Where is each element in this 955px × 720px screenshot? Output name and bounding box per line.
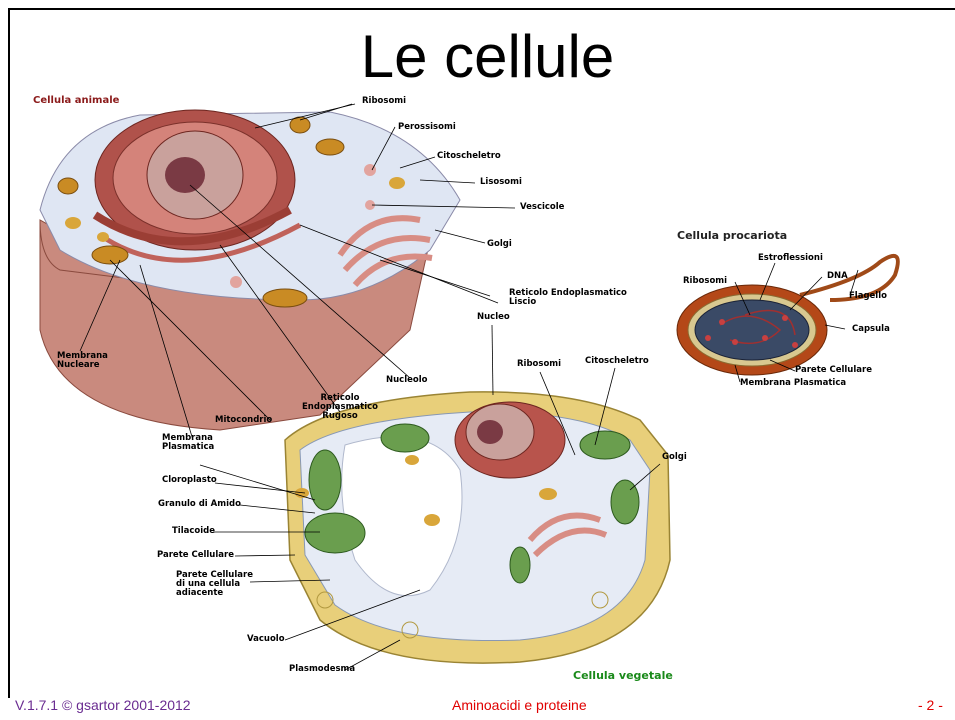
- label-nucleolo: Nucleolo: [386, 376, 427, 385]
- prokaryote-drawing: [677, 256, 898, 375]
- label-nucleo: Nucleo: [477, 313, 510, 322]
- label-golgi-animal: Golgi: [487, 240, 512, 249]
- label-parete-cellulare-plant: Parete Cellulare: [157, 551, 234, 560]
- label-flagello: Flagello: [849, 292, 887, 301]
- label-estroflessioni: Estroflessioni: [758, 254, 823, 263]
- heading-plant-cell: Cellula vegetale: [573, 669, 673, 682]
- label-perossisomi: Perossisomi: [398, 123, 456, 132]
- label-tilacoide: Tilacoide: [172, 527, 215, 536]
- footer-page-number: - 2 -: [918, 697, 943, 713]
- plant-cell-drawing: [285, 392, 670, 663]
- label-reticolo-liscio: Reticolo Endoplasmatico Liscio: [509, 289, 627, 307]
- label-vescicole: Vescicole: [520, 203, 564, 212]
- footer-version: V.1.7.1 © gsartor 2001-2012: [15, 697, 191, 713]
- label-citoscheletro-plant: Citoscheletro: [585, 357, 649, 366]
- label-citoscheletro: Citoscheletro: [437, 152, 501, 161]
- label-plasmodesma: Plasmodesma: [289, 665, 355, 674]
- label-vacuolo: Vacuolo: [247, 635, 285, 644]
- label-ribosomi-pro: Ribosomi: [683, 277, 727, 286]
- label-lisosomi: Lisosomi: [480, 178, 522, 187]
- label-membrana-plasmatica-pro: Membrana Plasmatica: [740, 379, 846, 388]
- label-membrana-plasmatica: Membrana Plasmatica: [162, 434, 214, 452]
- heading-animal-cell: Cellula animale: [33, 95, 119, 106]
- label-granulo-amido: Granulo di Amido: [158, 500, 241, 509]
- label-dna: DNA: [827, 272, 848, 281]
- heading-prokaryote-cell: Cellula procariota: [677, 229, 787, 242]
- label-ribosomi: Ribosomi: [362, 97, 406, 106]
- label-mitocondrio: Mitocondrio: [215, 416, 272, 425]
- label-parete-cellulare-pro: Parete Cellulare: [795, 366, 872, 375]
- label-membrana-nucleare: Membrana Nucleare: [57, 352, 108, 370]
- label-golgi-plant: Golgi: [662, 453, 687, 462]
- label-capsula: Capsula: [852, 325, 890, 334]
- label-ribosomi-plant: Ribosomi: [517, 360, 561, 369]
- label-parete-adiacente: Parete Cellulare di una cellula adiacent…: [176, 571, 253, 598]
- footer-topic: Aminoacidi e proteine: [452, 697, 587, 713]
- page-title: Le cellule: [0, 22, 955, 91]
- label-reticolo-rugoso: Reticolo Endoplasmatico Rugoso: [302, 394, 378, 421]
- label-cloroplasto: Cloroplasto: [162, 476, 217, 485]
